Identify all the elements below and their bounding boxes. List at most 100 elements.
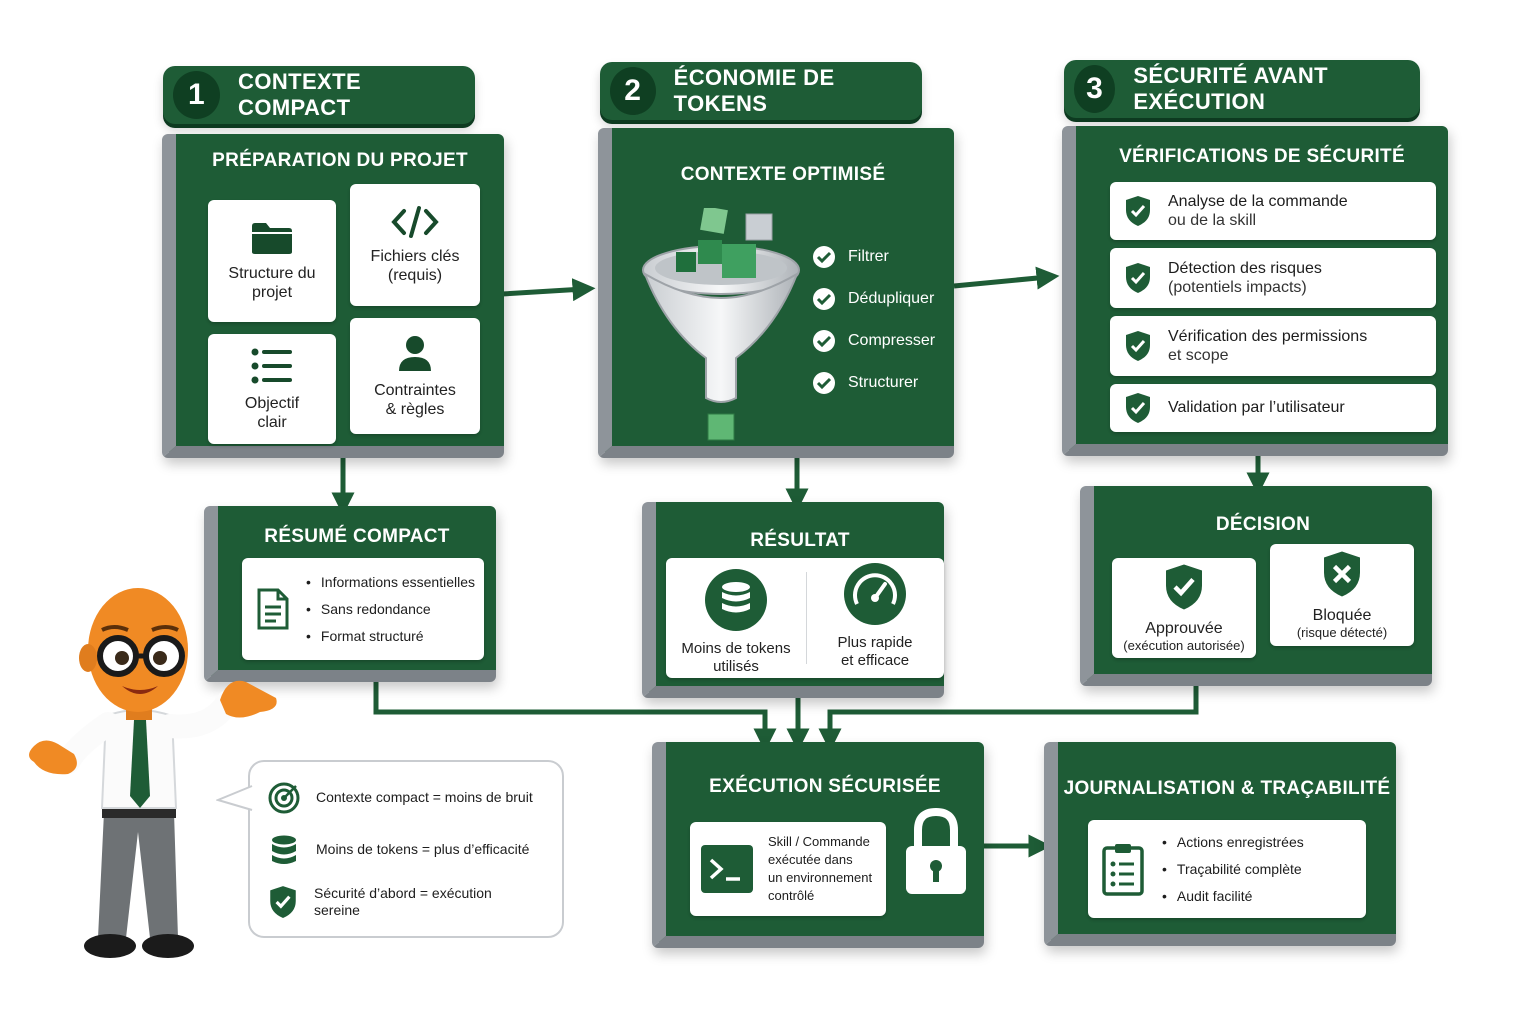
context-optimized-title: Contexte optimisé	[680, 164, 886, 185]
tile-structure: Structure du projet	[208, 200, 336, 322]
bubble-item-security-line2: sereine	[314, 902, 360, 918]
target-icon	[268, 782, 300, 814]
logging-bullet-2: Traçabilité complète	[1162, 856, 1304, 883]
execution-panel: Exécution sécurisée Skill / Commande exé…	[652, 742, 984, 948]
shield-check-icon	[1126, 393, 1150, 423]
security-item-analysis-line2: ou de la skill	[1168, 212, 1257, 229]
document-icon	[257, 588, 289, 630]
check-dedupe: Dédupliquer	[812, 278, 935, 320]
logging-panel: Journalisation & traçabilité Actions enr…	[1044, 742, 1396, 946]
decision-approved: Approuvée (exécution autorisée)	[1112, 558, 1256, 658]
code-icon	[391, 205, 439, 238]
bubble-item-security-line1: Sécurité d’abord = exécution	[314, 884, 492, 901]
summary-card: Informations essentielles Sans redondanc…	[242, 558, 484, 660]
folder-icon	[252, 222, 292, 254]
check-structure: Structurer	[812, 362, 935, 404]
shield-check-icon	[270, 886, 296, 918]
check-filter-label: Filtrer	[848, 248, 889, 265]
user-icon	[399, 335, 431, 371]
context-check-list: Filtrer Dédupliquer Compresser Structure…	[812, 236, 935, 404]
result-faster-line1: Plus rapide	[837, 634, 913, 651]
result-divider	[806, 572, 807, 664]
check-dedupe-label: Dédupliquer	[848, 290, 935, 307]
security-item-risks: Détection des risques (potentiels impacts…	[1110, 248, 1436, 308]
step-2-number: 2	[610, 67, 656, 115]
check-filter: Filtrer	[812, 236, 935, 278]
summary-panel: Résumé compact Informations essentielles…	[204, 506, 496, 682]
step-2-header: 2 Économie de tokens	[600, 62, 922, 120]
logging-card: Actions enregistrées Traçabilité complèt…	[1088, 820, 1366, 918]
result-faster-line2: et efficace	[840, 652, 910, 669]
execution-text-2: exécutée dans	[768, 852, 853, 867]
summary-title: Résumé compact	[264, 526, 450, 547]
result-fewer-tokens: Moins de tokens utilisés	[666, 568, 806, 676]
security-item-risks-line1: Détection des risques	[1168, 259, 1322, 277]
logging-bullet-3: Audit facilité	[1162, 883, 1304, 910]
check-circle-icon	[813, 246, 835, 268]
clipboard-icon	[1102, 844, 1144, 896]
security-item-permissions-line2: et scope	[1168, 347, 1229, 364]
security-item-analysis-line1: Analyse de la commande	[1168, 192, 1348, 210]
tile-constraints: Contraintes & règles	[350, 318, 480, 434]
step-1-header: 1 Contexte compact	[163, 66, 475, 124]
decision-blocked: Bloquée (risque détecté)	[1270, 544, 1414, 646]
bubble-item-context: Contexte compact = moins de bruit	[250, 772, 562, 824]
execution-title: Exécution sécurisée	[709, 776, 941, 797]
step-1-title: Contexte compact	[238, 69, 362, 120]
result-title: Résultat	[750, 530, 850, 551]
execution-card: Skill / Commande exécutée dans un enviro…	[690, 822, 886, 916]
security-checks-title: Vérifications de sécurité	[1119, 146, 1405, 167]
execution-text-3: un environnement	[768, 870, 873, 885]
shield-check-icon	[1126, 263, 1150, 293]
security-item-validation-line1: Validation par l’utilisateur	[1168, 399, 1345, 417]
decision-blocked-label: Bloquée	[1312, 606, 1372, 624]
security-item-permissions-line1: Vérification des permissions	[1168, 327, 1368, 345]
decision-approved-label: Approuvée	[1145, 619, 1223, 637]
speedometer-icon	[844, 563, 906, 625]
summary-bullets: Informations essentielles Sans redondanc…	[306, 569, 475, 650]
security-item-validation: Validation par l’utilisateur	[1110, 384, 1436, 432]
result-faster: Plus rapide et efficace	[806, 562, 944, 670]
summary-bullet-1: Informations essentielles	[306, 569, 475, 596]
shield-check-icon	[1166, 564, 1202, 610]
context-optimized-panel: Contexte optimisé Filtrer Dédupliquer Co…	[598, 128, 954, 458]
tile-key-files-label: Fichiers clés (requis)	[370, 247, 460, 284]
step-1-number: 1	[173, 71, 221, 119]
funnel-icon	[642, 208, 800, 441]
result-panel: Résultat Moins de tokens utilisés Plus r…	[642, 502, 944, 698]
logging-title: Journalisation & traçabilité	[1063, 778, 1391, 799]
result-fewer-tokens-line2: utilisés	[713, 658, 759, 675]
check-circle-icon	[813, 330, 835, 352]
tile-objective-label: Objectif clair	[244, 394, 300, 431]
arrow-prep-to-context	[501, 278, 596, 302]
step-3-title: Sécurité avant exécution	[1133, 63, 1328, 114]
step-2-title: Économie de tokens	[673, 65, 835, 116]
arrow-context-to-security	[953, 266, 1060, 290]
check-circle-icon	[813, 288, 835, 310]
execution-text-1: Skill / Commande	[768, 834, 870, 849]
security-item-risks-line2: (potentiels impacts)	[1168, 279, 1307, 296]
bubble-item-tokens-line1: Moins de tokens = plus d’efficacité	[316, 841, 530, 858]
check-structure-label: Structurer	[848, 374, 919, 391]
list-icon	[251, 348, 292, 384]
check-compress-label: Compresser	[848, 332, 936, 349]
check-compress: Compresser	[812, 320, 935, 362]
tile-constraints-label: Contraintes & règles	[374, 381, 456, 418]
tile-objective: Objectif clair	[208, 334, 336, 444]
decision-panel: Décision Approuvée (exécution autorisée)…	[1080, 486, 1432, 686]
logging-bullets: Actions enregistrées Traçabilité complèt…	[1162, 829, 1304, 910]
database-icon	[705, 569, 767, 631]
security-item-permissions: Vérification des permissions et scope	[1110, 316, 1436, 376]
result-fewer-tokens-line1: Moins de tokens	[681, 640, 791, 657]
security-checks-panel: Vérifications de sécurité Analyse de la …	[1062, 126, 1448, 456]
decision-title: Décision	[1215, 514, 1311, 535]
summary-bullet-2: Sans redondance	[306, 596, 475, 623]
logging-bullet-1: Actions enregistrées	[1162, 829, 1304, 856]
shield-x-icon	[1324, 551, 1360, 597]
shield-check-icon	[1126, 196, 1150, 226]
padlock-icon	[906, 807, 966, 894]
terminal-icon	[701, 845, 753, 893]
step-3-number: 3	[1074, 65, 1116, 113]
bubble-tail	[216, 785, 253, 811]
security-item-analysis: Analyse de la commande ou de la skill	[1110, 182, 1436, 240]
